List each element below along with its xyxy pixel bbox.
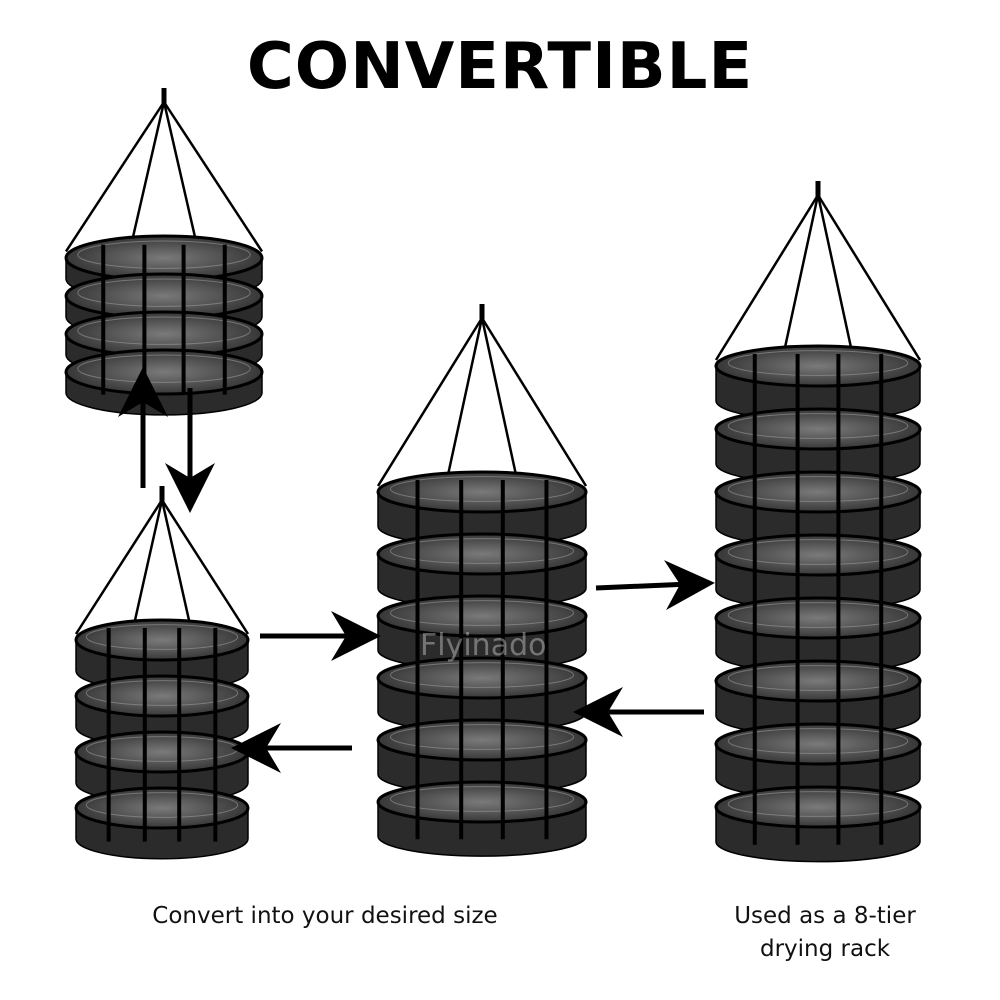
rack-tier <box>376 594 588 671</box>
rack-tier <box>714 659 922 737</box>
rack-tier <box>376 780 588 857</box>
rack-8-tier <box>714 181 922 863</box>
rack-tier <box>714 722 922 800</box>
suspension-cord <box>160 499 250 635</box>
rack-4-tier-top <box>64 88 264 416</box>
caption-convert: Convert into your desired size <box>152 903 498 929</box>
rack-6-tier <box>376 304 588 857</box>
suspension-cord <box>162 101 200 252</box>
suspension-cord <box>444 317 484 487</box>
arrow-right-upper <box>595 560 715 611</box>
suspension-cord <box>74 499 164 635</box>
arrows <box>118 367 715 773</box>
suspension-cord <box>160 499 194 635</box>
caption-8-tier-line2: drying rack <box>759 936 891 962</box>
rack-tier <box>376 470 588 547</box>
rack-tier <box>714 533 922 611</box>
rack-tier <box>714 596 922 674</box>
suspension-cord <box>816 194 855 361</box>
page-title: CONVERTIBLE <box>246 30 754 104</box>
caption-8-tier-line1: Used as a 8-tier <box>734 903 916 929</box>
suspension-cord <box>130 499 164 635</box>
rack-tier <box>714 344 922 422</box>
suspension-cord <box>480 317 588 487</box>
rack-tier <box>714 407 922 485</box>
suspension-cord <box>162 101 264 253</box>
rack-tier <box>714 785 922 863</box>
suspension-cord <box>64 101 166 253</box>
rack-tier <box>714 470 922 548</box>
caption-8-tier: Used as a 8-tier drying rack <box>690 900 960 966</box>
rack-tier <box>376 532 588 609</box>
rack-tier <box>74 786 250 860</box>
rack-tier <box>376 718 588 795</box>
suspension-cord <box>128 101 166 252</box>
rack-tier <box>376 656 588 733</box>
suspension-cord <box>376 317 484 487</box>
suspension-cord <box>781 194 820 361</box>
rack-tier <box>64 348 264 416</box>
rack-4-tier-bottom <box>74 486 250 860</box>
suspension-cord <box>714 194 820 361</box>
suspension-cord <box>816 194 922 361</box>
suspension-cord <box>480 317 520 487</box>
